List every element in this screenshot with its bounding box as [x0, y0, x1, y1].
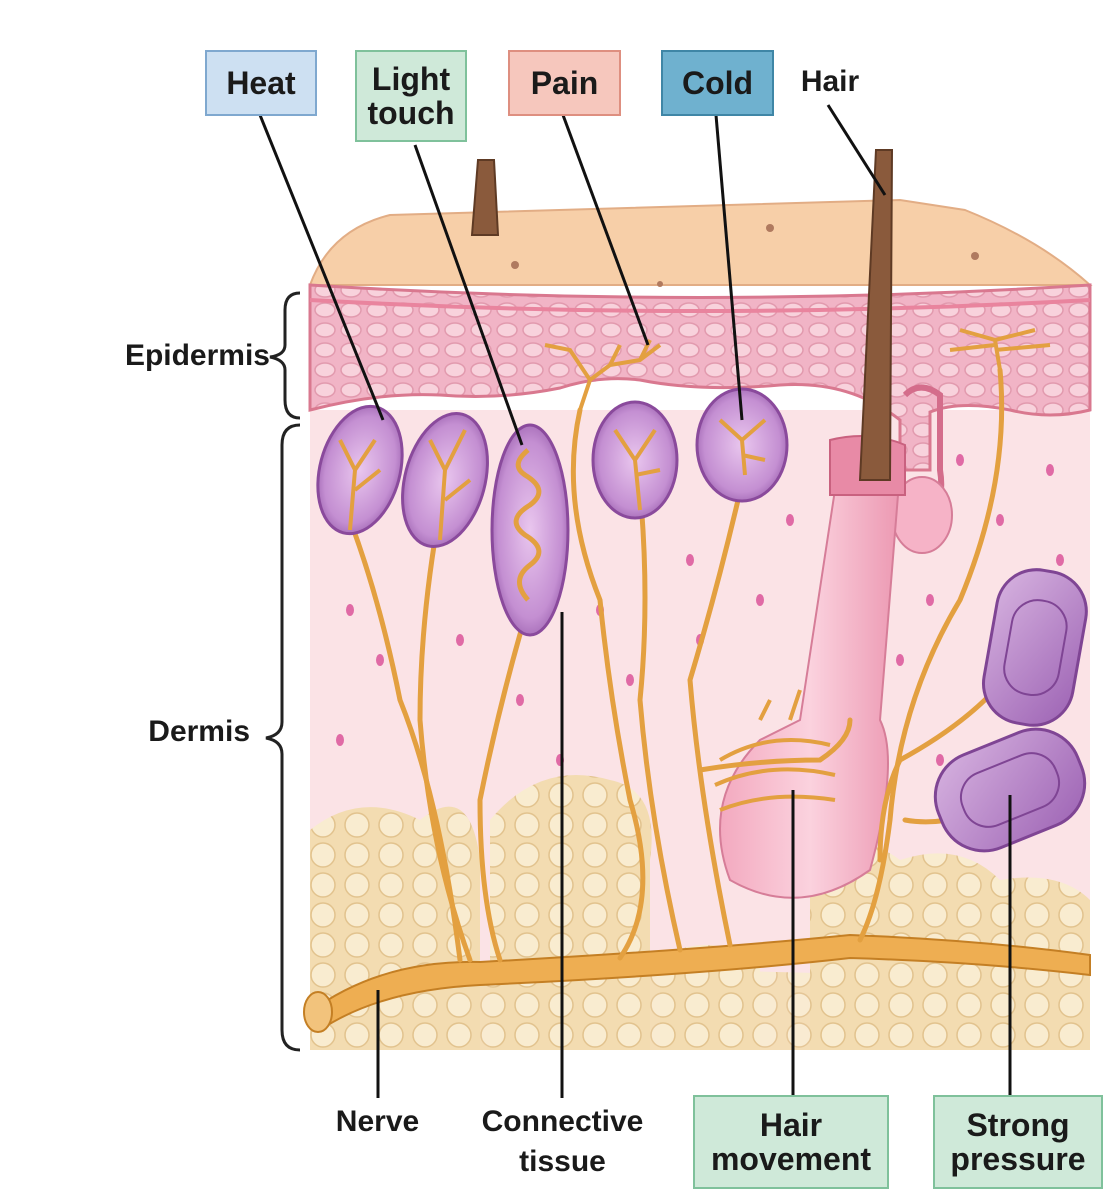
- hair-movement-label-line1: Hair: [759, 1107, 823, 1143]
- pain-label-box: Pain: [508, 50, 621, 116]
- connective-tissue-label: Connective tissue: [455, 1102, 670, 1182]
- light-touch-label-box: Light touch: [355, 50, 467, 142]
- hair-shaft: [858, 149, 894, 481]
- pacinian-corpuscle-1: [981, 568, 1088, 727]
- light-touch-label-line2: touch: [367, 95, 455, 131]
- heat-label: Heat: [226, 65, 296, 101]
- connective-tissue-line1: Connective: [481, 1105, 644, 1138]
- heat-label-box: Heat: [205, 50, 317, 116]
- hair-movement-label-box: Hair movement: [693, 1095, 889, 1189]
- strong-pressure-label-line2: pressure: [950, 1141, 1086, 1177]
- light-touch-receptor: [490, 423, 570, 637]
- hair-shaft-left: [470, 159, 500, 236]
- cold-label: Cold: [681, 65, 754, 101]
- hair-label: Hair: [800, 65, 860, 98]
- pacinian-corpuscle-2: [933, 727, 1087, 853]
- dermis-label: Dermis: [148, 715, 250, 748]
- strong-pressure-label-box: Strong pressure: [933, 1095, 1103, 1189]
- connective-tissue-line2: tissue: [519, 1145, 606, 1178]
- epidermis-bracket: [269, 291, 301, 420]
- cold-receptor-2: [695, 387, 789, 503]
- strong-pressure-label-line1: Strong: [966, 1107, 1070, 1143]
- pain-label: Pain: [530, 65, 599, 101]
- cold-receptor-1: [591, 400, 679, 520]
- hair-plexus: [714, 689, 836, 812]
- nerve-label: Nerve: [335, 1105, 420, 1138]
- leader-lines: [258, 104, 1012, 1098]
- hair-movement-label-line2: movement: [710, 1141, 872, 1177]
- heat-receptor-2: [401, 412, 489, 548]
- dermis-bracket: [265, 423, 301, 1052]
- hair-follicle: [719, 469, 902, 899]
- epidermis-label: Epidermis: [124, 339, 270, 372]
- light-touch-label-line1: Light: [371, 61, 451, 97]
- pain-receptor: [544, 339, 662, 411]
- cold-label-box: Cold: [661, 50, 774, 116]
- epidermis-nerve-ending: [949, 328, 1051, 371]
- nerve-trunk: [308, 933, 1091, 1032]
- skin-surface: [308, 198, 1093, 286]
